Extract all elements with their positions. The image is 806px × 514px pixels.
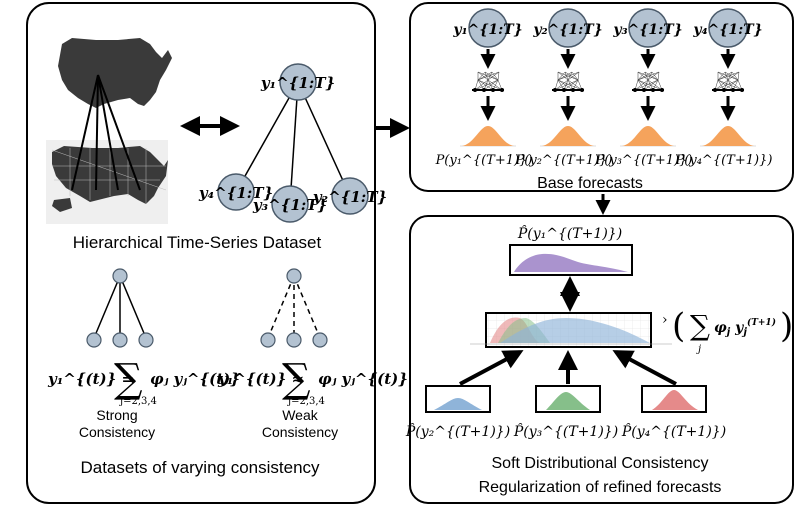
orange-density-2 <box>542 126 594 146</box>
base-column-2: y₂^{1:T} P(y₂^{(T+1)}) <box>515 8 613 168</box>
base-output-label-3: P(y₃^{(T+1)}) <box>595 153 693 168</box>
datasets-footer: Datasets of varying consistency <box>80 458 320 477</box>
refined-y2-label: P̂(y₂^{(T+1)}) <box>405 422 510 440</box>
refine-caption-2: Regularization of refined forecasts <box>479 479 722 496</box>
neural-network-icon <box>552 71 584 92</box>
base-output-label-1: P(y₁^{(T+1)}) <box>435 153 533 168</box>
base-output-label-2: P(y₂^{(T+1)}) <box>515 153 613 168</box>
refined-y1-label: P̂(y₁^{(T+1)}) <box>517 224 622 242</box>
refine-caption-1: Soft Distributional Consistency <box>492 455 709 472</box>
strong-equation: y₁^{(t)} = ∑ φⱼ yⱼ^{(t)} j=2,3,4 <box>47 356 240 407</box>
hierarchy-tree: y₁^{1:T} y₄^{1:T} y₃^{1:T} y₂^{1:T} <box>198 63 387 223</box>
neural-network-icon <box>632 71 664 92</box>
base-input-node-4 <box>708 8 748 48</box>
base-output-label-4: P(y₄^{(T+1)}) <box>675 153 773 168</box>
svg-text:∑: ∑ <box>114 356 143 402</box>
blue-density-overlay <box>500 318 650 343</box>
base-input-label-3: y₃^{1:T} <box>612 22 682 38</box>
weak-equation: y₁^{(t)} ≈ ∑ φⱼ yⱼ^{(t)} j=2,3,4 <box>217 356 408 407</box>
component-boxes <box>425 385 707 413</box>
neural-network-icon <box>712 71 744 92</box>
child-node-3 <box>271 185 309 223</box>
weak-label-1: Weak <box>282 407 319 423</box>
base-input-node-3 <box>628 8 668 48</box>
orange-density-3 <box>622 126 674 146</box>
root-node-label: y₁^{1:T} <box>260 74 335 92</box>
base-input-label-2: y₂^{1:T} <box>532 22 602 38</box>
map-connectors <box>71 74 141 191</box>
red-small-density <box>652 390 698 410</box>
us-map-top <box>58 38 172 108</box>
child-node-2-label: y₂^{1:T} <box>312 188 387 206</box>
purple-density <box>514 253 628 272</box>
weak-tree <box>260 268 328 348</box>
base-input-label-4: y₄^{1:T} <box>692 22 762 38</box>
svg-text:y₁^{(t)} ≈: y₁^{(t)} ≈ <box>217 370 304 388</box>
base-column-1: y₁^{1:T} P(y₁^{(T+1)}) <box>435 8 533 168</box>
strong-label-2: Consistency <box>79 424 155 440</box>
us-map-shape <box>58 38 172 108</box>
base-input-node-1 <box>468 8 508 48</box>
svg-text:φⱼ yⱼ^{(t)}: φⱼ yⱼ^{(t)} <box>318 370 408 388</box>
base-forecast-columns: y₁^{1:T} P(y₁^{(T+1)}) y₂^{1:T} P(y₂^{(T+1)… <box>435 8 773 168</box>
refined-y3-label: P̂(y₃^{(T+1)}) <box>513 422 618 440</box>
svg-text:∑: ∑ <box>282 356 311 402</box>
root-node <box>279 63 317 101</box>
child-node-2 <box>331 177 369 215</box>
child-node-4-label: y₄^{1:T} <box>198 184 273 202</box>
us-map-bottom <box>46 140 168 224</box>
svg-text:(: ( <box>672 306 685 346</box>
dataset-title: Hierarchical Time-Series Dataset <box>73 233 322 252</box>
strong-label-1: Strong <box>96 407 137 423</box>
weak-label-2: Consistency <box>262 424 338 440</box>
base-input-label-1: y₁^{1:T} <box>452 22 522 38</box>
svg-text:∑: ∑ <box>690 309 710 342</box>
component-arrows <box>459 350 677 386</box>
green-small-density <box>546 392 590 410</box>
svg-text:j=2,3,4: j=2,3,4 <box>287 396 325 407</box>
blue-small-density <box>434 398 482 410</box>
svg-text:j=2,3,4: j=2,3,4 <box>119 396 157 407</box>
left-panel <box>26 2 376 504</box>
svg-text:j: j <box>696 344 701 355</box>
base-input-node-2 <box>548 8 588 48</box>
svg-text:›: › <box>662 312 668 328</box>
child-node-4 <box>217 173 255 211</box>
neural-network-icon <box>472 71 504 92</box>
svg-text:φⱼ yⱼ^{(t)}: φⱼ yⱼ^{(t)} <box>150 370 240 388</box>
refined-y4-label: P̂(y₄^{(T+1)}) <box>621 422 726 440</box>
child-node-3-label: y₃^{1:T} <box>252 196 327 214</box>
strong-tree <box>86 268 154 348</box>
base-column-3: y₃^{1:T} P(y₃^{(T+1)}) <box>595 8 693 168</box>
svg-text:): ) <box>780 306 793 346</box>
base-column-4: y₄^{1:T} P(y₄^{(T+1)}) <box>675 8 773 168</box>
orange-density-4 <box>702 126 754 146</box>
orange-density-1 <box>462 126 514 146</box>
refine-panel <box>409 215 794 504</box>
svg-text:y₁^{(t)} =: y₁^{(t)} = <box>47 370 134 388</box>
base-forecasts-caption: Base forecasts <box>537 175 643 192</box>
